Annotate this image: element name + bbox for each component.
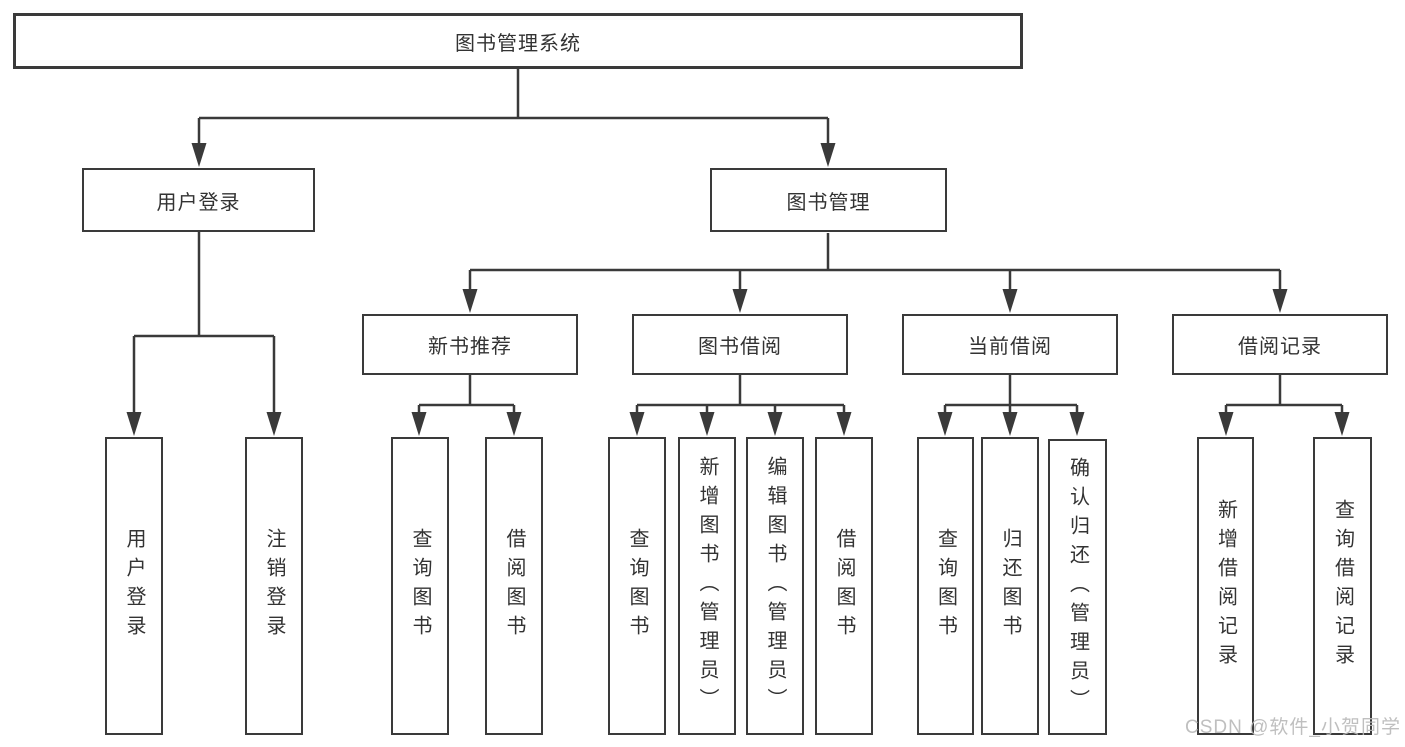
node-book-borrowing: 图书借阅 (632, 314, 848, 375)
leaf-add-borrow-record: 新增借阅记录 (1197, 437, 1254, 735)
leaf-query-books-borrowing: 查询图书 (608, 437, 666, 735)
leaf-edit-books-admin: 编辑图书（管理员） (746, 437, 804, 735)
node-current-borrowing: 当前借阅 (902, 314, 1118, 375)
leaf-borrow-books-newbook: 借阅图书 (485, 437, 543, 735)
node-new-book-recommendation: 新书推荐 (362, 314, 578, 375)
leaf-borrow-books-borrowing: 借阅图书 (815, 437, 873, 735)
node-user-login: 用户登录 (82, 168, 315, 232)
leaf-confirm-return-admin: 确认归还（管理员） (1048, 439, 1107, 735)
csdn-watermark: CSDN @软件_小贺同学 (1185, 717, 1401, 738)
leaf-logout-login: 注销登录 (245, 437, 303, 735)
leaf-query-borrow-record: 查询借阅记录 (1313, 437, 1372, 735)
node-book-management: 图书管理 (710, 168, 947, 232)
leaf-query-books-current: 查询图书 (917, 437, 974, 735)
node-library-management-system: 图书管理系统 (13, 13, 1023, 69)
leaf-query-books-newbook: 查询图书 (391, 437, 449, 735)
leaf-add-books-admin: 新增图书（管理员） (678, 437, 736, 735)
node-borrowing-records: 借阅记录 (1172, 314, 1388, 375)
leaf-return-books: 归还图书 (981, 437, 1039, 735)
leaf-user-login: 用户登录 (105, 437, 163, 735)
